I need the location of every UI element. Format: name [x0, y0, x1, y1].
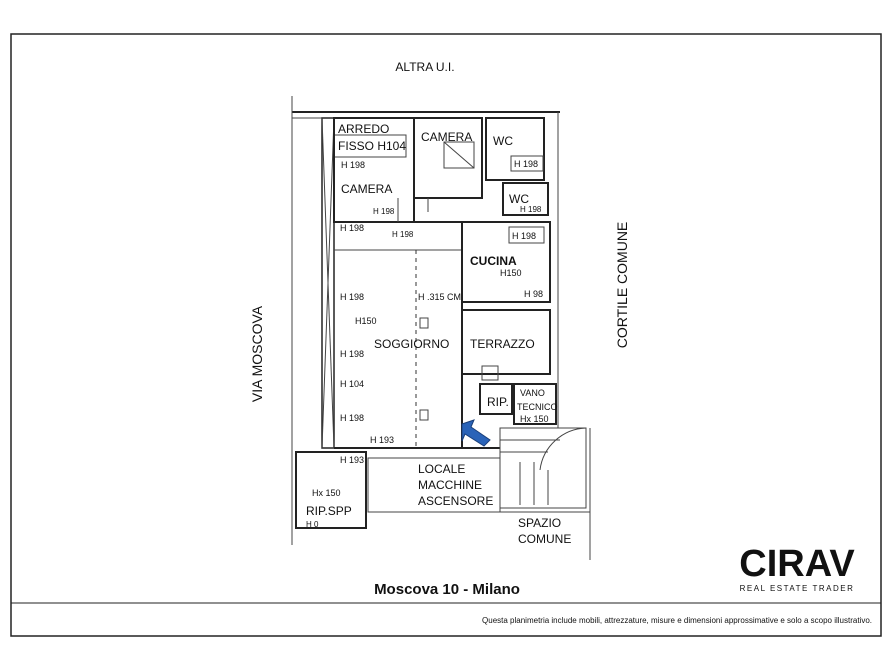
cirav-logo: CIRAV REAL ESTATE TRADER: [739, 543, 855, 593]
terrazzo-box: [481, 365, 499, 381]
label-camera-top: CAMERA: [421, 130, 472, 144]
label-locale: LOCALE: [418, 462, 465, 476]
height-label: H 104: [340, 379, 364, 389]
room-camera-top: [413, 117, 483, 199]
label-altra-ui: ALTRA U.I.: [395, 60, 454, 74]
room-rip: [479, 383, 513, 415]
height-label: H 193: [370, 435, 394, 445]
height-label: H 198: [512, 231, 536, 241]
label-via-moscova: VIA MOSCOVA: [249, 305, 265, 402]
column-2: [419, 409, 429, 421]
height-label: H 198: [514, 159, 538, 169]
height-label: H 198: [340, 292, 364, 302]
label-fisso: FISSO H104: [338, 139, 406, 153]
room-wc-mid: [502, 182, 549, 216]
label-rip-spp: RIP.SPP: [306, 504, 352, 518]
camera-top-bed: [443, 141, 475, 169]
label-tecnico: TECNICO: [517, 402, 558, 412]
logo-name: CIRAV: [739, 543, 855, 585]
room-vano-tecnico: [513, 383, 557, 425]
height-label: H 198: [341, 160, 365, 170]
room-wc-top: [485, 117, 545, 181]
wc-mid-fixture: [508, 226, 545, 244]
sheet-frame: [10, 33, 882, 637]
label-macchine: MACCHINE: [418, 478, 482, 492]
plan-title: Moscova 10 - Milano: [374, 581, 520, 598]
label-comune: COMUNE: [518, 532, 571, 546]
camera-top-bed-diag: [443, 141, 475, 169]
label-rip: RIP.: [487, 395, 509, 409]
label-terrazzo: TERRAZZO: [470, 337, 535, 351]
stair-curve: [539, 427, 587, 471]
height-label: H 198: [340, 349, 364, 359]
height-label: Hx 150: [520, 414, 549, 424]
label-ascensore: ASCENSORE: [418, 494, 493, 508]
wall-left: [321, 117, 335, 449]
wall-left-hatch-2: [321, 117, 335, 449]
column-1: [419, 317, 429, 329]
label-wc-top: WC: [493, 134, 513, 148]
room-locale-macchine: [367, 457, 501, 513]
plan-drawing: [291, 96, 591, 560]
height-label: H 198: [373, 207, 395, 216]
height-label: H 0: [306, 520, 319, 529]
logo-tagline: REAL ESTATE TRADER: [740, 584, 855, 593]
disclaimer-text: Questa planimetria include mobili, attre…: [482, 616, 872, 625]
label-soggiorno: SOGGIORNO: [374, 337, 449, 351]
room-rip-spp: [295, 451, 367, 529]
height-label: H 198: [520, 205, 542, 214]
height-label: H 198: [392, 230, 414, 239]
label-spazio: SPAZIO: [518, 516, 561, 530]
height-label: H 198: [340, 223, 364, 233]
height-label: H 193: [340, 455, 364, 465]
label-wc-mid: WC: [509, 192, 529, 206]
height-label: Hx 150: [312, 488, 341, 498]
height-label: H150: [355, 316, 377, 326]
wc-top-fixture: [510, 155, 544, 172]
height-label: H 198: [340, 413, 364, 423]
entrance-arrow-icon: [461, 419, 491, 447]
label-cortile-comune: CORTILE COMUNE: [614, 222, 630, 349]
height-label: H150: [500, 268, 522, 278]
height-label: H 98: [524, 289, 543, 299]
label-camera-left: CAMERA: [341, 182, 392, 196]
label-vano: VANO: [520, 388, 545, 398]
label-arredo: ARREDO: [338, 122, 389, 136]
height-label-soggiorno: H .315 CM: [418, 292, 461, 302]
label-cucina: CUCINA: [470, 254, 517, 268]
